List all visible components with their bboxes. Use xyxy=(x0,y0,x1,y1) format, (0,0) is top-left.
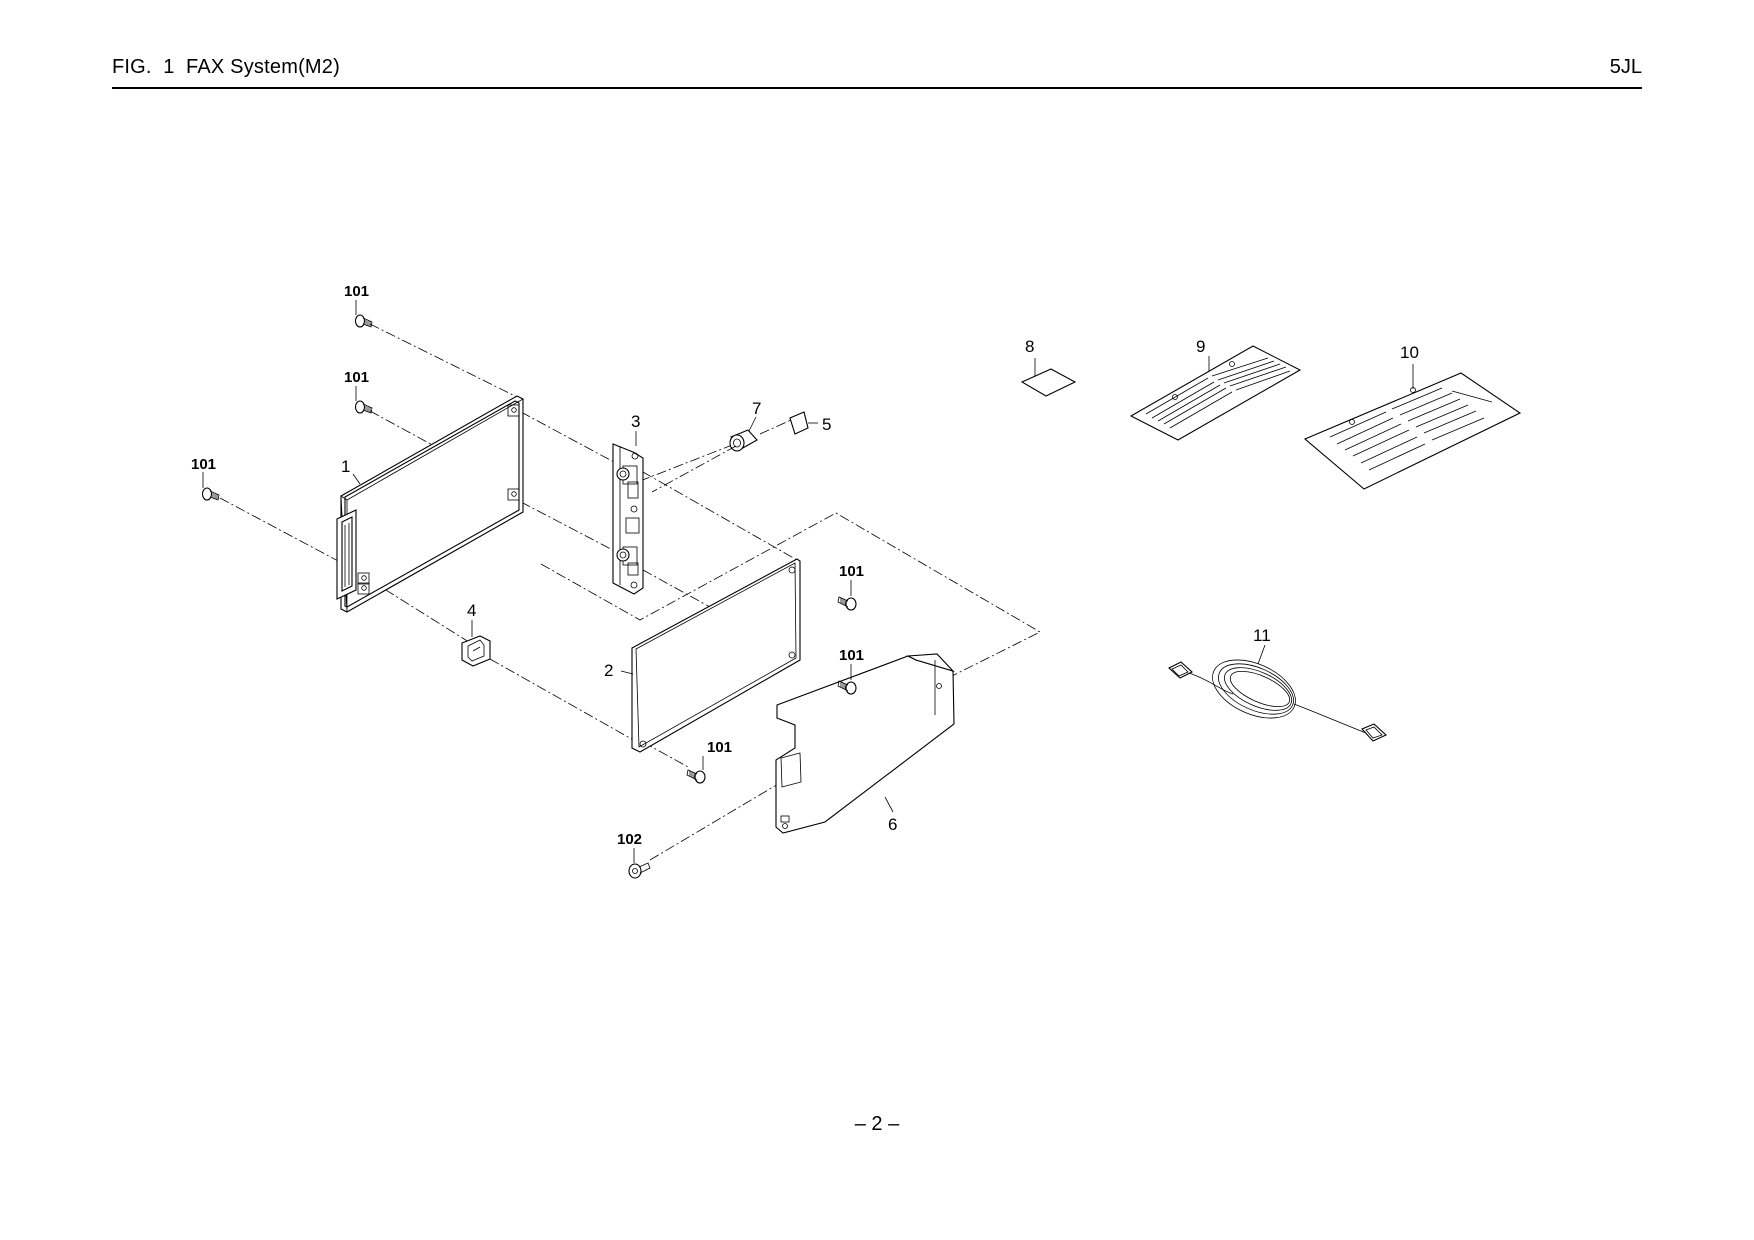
callout-101-c: 101 xyxy=(191,456,216,473)
callout-labels: 101 101 101 1 3 7 5 4 2 101 101 101 102 … xyxy=(191,283,1419,848)
jack-bracket-part-3 xyxy=(612,443,644,595)
callout-101-f: 101 xyxy=(707,739,732,756)
callout-8: 8 xyxy=(1025,337,1034,356)
callout-3: 3 xyxy=(631,412,640,431)
screw-101-a xyxy=(354,314,373,328)
clip-part-4 xyxy=(461,635,491,667)
callout-7: 7 xyxy=(752,399,761,418)
vent-cover-part-10 xyxy=(1303,364,1522,490)
callout-2: 2 xyxy=(604,661,613,680)
callout-1: 1 xyxy=(341,457,350,476)
callout-11: 11 xyxy=(1253,626,1271,645)
page-number: – 2 – xyxy=(854,1113,900,1135)
assembly-guide-lines xyxy=(219,323,1041,861)
plate-part-2 xyxy=(631,558,801,753)
callout-101-e: 101 xyxy=(839,647,864,664)
callout-5: 5 xyxy=(822,415,831,434)
screw-101-b xyxy=(354,400,373,414)
callout-102: 102 xyxy=(617,831,642,848)
callout-101-d: 101 xyxy=(839,563,864,580)
model-code: 5JL xyxy=(1609,56,1642,78)
side-bracket-part-6 xyxy=(775,653,955,834)
fax-board-part-1 xyxy=(336,395,524,613)
screw-101-f xyxy=(686,769,706,784)
callout-6: 6 xyxy=(888,815,897,834)
modular-cable-part-11 xyxy=(1168,659,1387,742)
screw-102 xyxy=(628,862,651,879)
figure-title: FIG. 1 FAX System(M2) xyxy=(112,56,340,78)
callout-4: 4 xyxy=(467,601,476,620)
header-divider xyxy=(112,87,1642,89)
cable-coil xyxy=(1212,659,1296,719)
callout-9: 9 xyxy=(1196,337,1205,356)
screw-icons xyxy=(201,314,857,879)
vent-slots-9 xyxy=(1145,357,1291,429)
callout-101-b: 101 xyxy=(344,369,369,386)
screw-101-c xyxy=(201,487,220,501)
callout-leaders xyxy=(202,300,1266,863)
screw-101-e xyxy=(837,680,857,695)
screw-101-d xyxy=(837,596,857,611)
label-sheet-part-8 xyxy=(1020,358,1077,397)
label-part-5 xyxy=(789,411,818,435)
vent-slots-10 xyxy=(1329,387,1493,471)
callout-10: 10 xyxy=(1400,343,1419,362)
vent-cover-part-9 xyxy=(1129,345,1302,441)
callout-101-a: 101 xyxy=(344,283,369,300)
ferrite-core-part-7 xyxy=(651,414,803,493)
